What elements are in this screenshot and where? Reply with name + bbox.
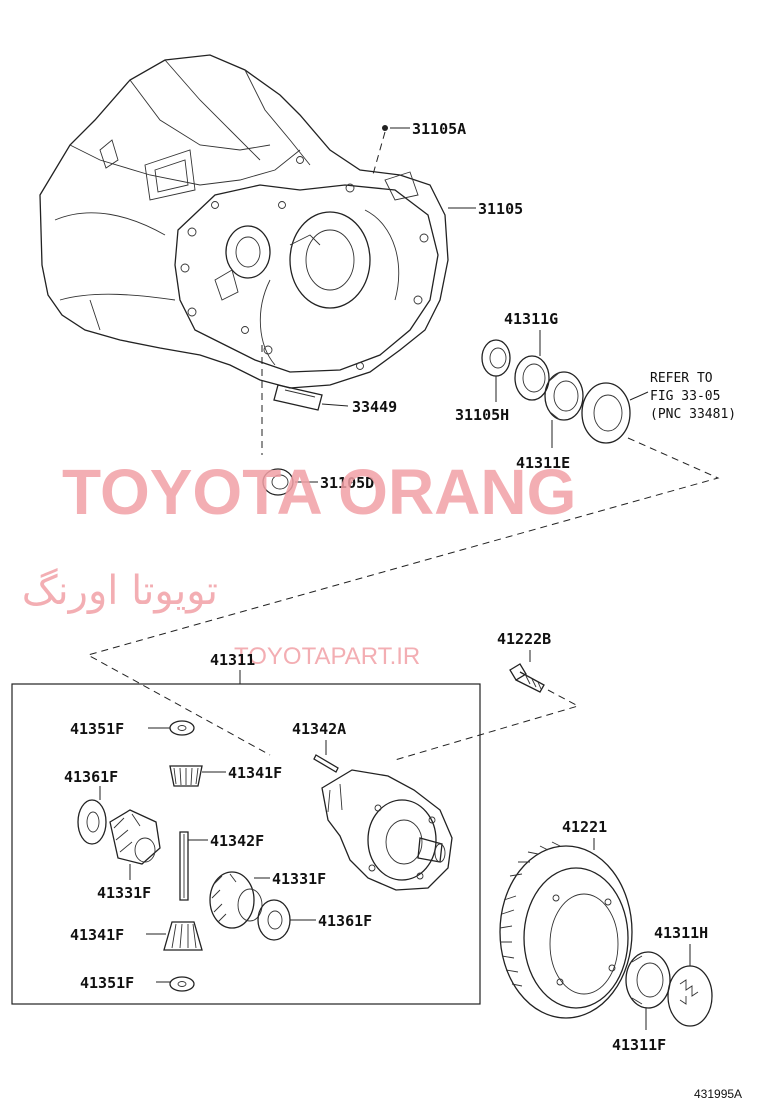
shim-41311G[interactable] [514, 330, 550, 401]
ring-gear-41221[interactable] [499, 838, 633, 1019]
label-41341F-top: 41341F [228, 764, 282, 782]
refer-note-line1: REFER TO [650, 371, 713, 386]
label-41351F-bottom: 41351F [80, 974, 134, 992]
label-41342F: 41342F [210, 832, 264, 850]
label-31105: 31105 [478, 200, 523, 218]
label-41331F-left: 41331F [97, 884, 151, 902]
label-41341F-bottom: 41341F [70, 926, 124, 944]
refer-note-line2: FIG 33-05 [650, 389, 720, 404]
differential-kit-box [11, 683, 481, 1005]
pinion-gear-41341F-top[interactable] [169, 765, 226, 787]
pin-41342A[interactable] [313, 740, 339, 773]
bearing-41311F[interactable] [625, 951, 671, 1030]
transaxle-housing[interactable] [39, 54, 449, 389]
label-41342A: 41342A [292, 720, 346, 738]
watermark: TOYOTA ORANG تویوتا اورنگ TOYOTAPART.IR [22, 456, 577, 670]
differential-case[interactable] [321, 769, 453, 891]
label-41361F-left: 41361F [64, 768, 118, 786]
label-31105D: 31105D [320, 474, 374, 492]
watermark-persian: تویوتا اورنگ [22, 568, 218, 614]
label-41311E: 41311E [516, 454, 570, 472]
oil-seal-31105H[interactable] [481, 339, 518, 402]
oil-seal-31105D[interactable] [261, 345, 318, 496]
label-41311G: 41311G [504, 310, 558, 328]
label-31105A: 31105A [412, 120, 466, 138]
label-31105H: 31105H [455, 406, 509, 424]
pinion-gear-41341F-bottom[interactable] [146, 921, 203, 951]
label-41311H: 41311H [654, 924, 708, 942]
label-41311: 41311 [210, 651, 255, 669]
refer-note: REFER TO FIG 33-05 (PNC 33481) [650, 371, 736, 422]
label-41311F: 41311F [612, 1036, 666, 1054]
thrust-washer-41361F-left[interactable] [77, 786, 107, 845]
watermark-site: TOYOTAPART.IR [234, 643, 420, 670]
watermark-brand: TOYOTA ORANG [62, 456, 576, 528]
label-33449: 33449 [352, 398, 397, 416]
plug-31105A[interactable] [371, 125, 410, 179]
pinion-shaft-41342F[interactable] [179, 831, 208, 901]
label-41222B: 41222B [497, 630, 551, 648]
figure-id: 431995A [694, 1087, 742, 1101]
side-gear-41331F-left[interactable] [109, 809, 161, 880]
shim-41311H[interactable] [667, 944, 713, 1027]
thrust-washer-41361F-right[interactable] [257, 899, 316, 941]
label-41351F-top: 41351F [70, 720, 124, 738]
label-41331F-right: 41331F [272, 870, 326, 888]
label-41361F-right: 41361F [318, 912, 372, 930]
refer-note-line3: (PNC 33481) [650, 407, 736, 422]
washer-41351F-bottom[interactable] [156, 976, 195, 992]
magnet-33449[interactable] [273, 384, 349, 411]
ref-bearing-33481[interactable] [581, 382, 649, 444]
label-41221: 41221 [562, 818, 607, 836]
bolt-41222B[interactable] [394, 650, 580, 761]
assembly-axis-line [86, 437, 720, 756]
side-gear-41331F-right[interactable] [209, 871, 270, 929]
washer-41351F-top[interactable] [148, 720, 195, 736]
bearing-41311E[interactable] [544, 371, 584, 448]
